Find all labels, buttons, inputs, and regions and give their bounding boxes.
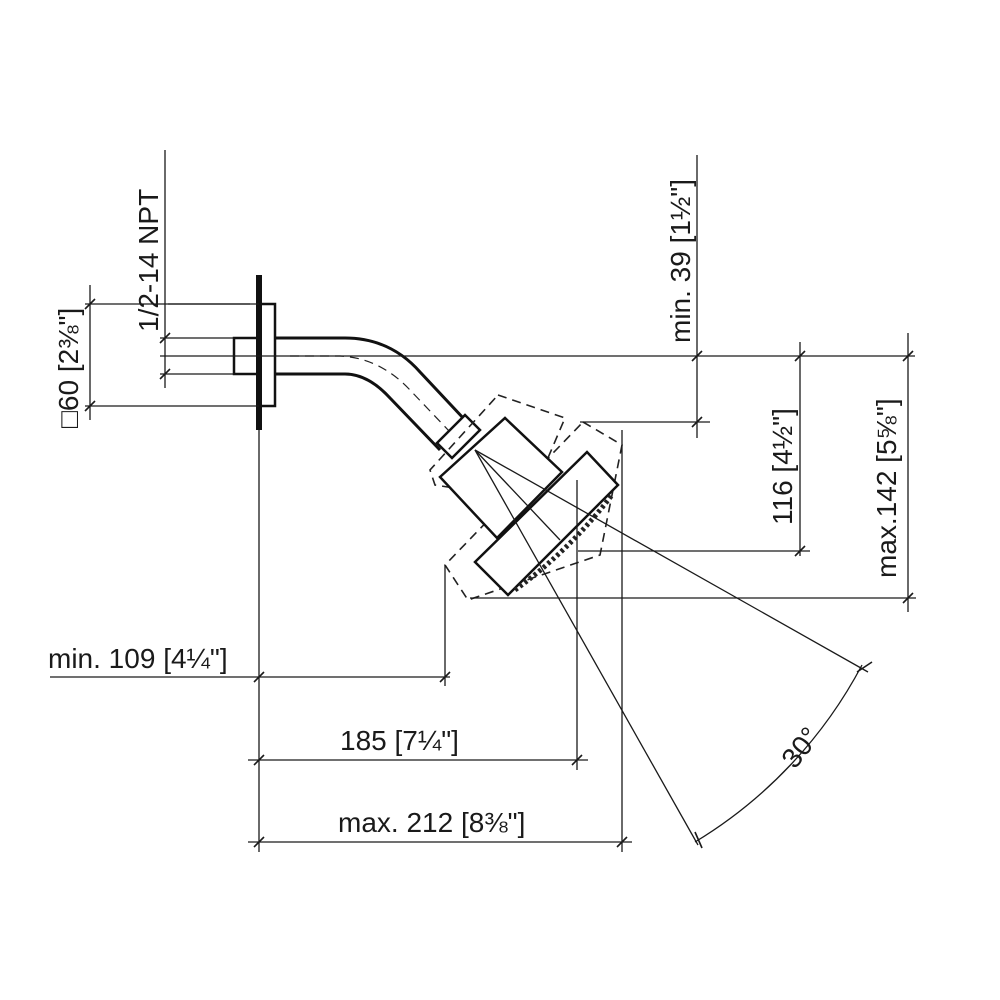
svg-text:185 [7¼"]: 185 [7¼"] <box>340 725 459 756</box>
dim-max-142: max.142 [5⅝"] <box>470 333 916 612</box>
dim-thread: 1/2-14 NPT <box>133 150 250 388</box>
svg-text:max. 212 [8⅜"]: max. 212 [8⅜"] <box>338 807 525 838</box>
dim-plate: □60 [2⅜"] <box>53 285 259 428</box>
svg-text:□60 [2⅜"]: □60 [2⅜"] <box>53 308 84 428</box>
dimension-ticks <box>84 298 914 849</box>
dim-185: 185 [7¼"] <box>248 480 588 770</box>
svg-text:max.142 [5⅝"]: max.142 [5⅝"] <box>871 398 902 578</box>
dim-116: 116 [4½"] <box>578 342 810 556</box>
dim-max-212: max. 212 [8⅜"] <box>248 430 632 852</box>
dim-min-109: min. 109 [4¼"] <box>48 565 450 686</box>
svg-text:1/2-14 NPT: 1/2-14 NPT <box>133 189 164 332</box>
dim-min-39: min. 39 [1½"] <box>580 155 710 438</box>
shower-arm <box>232 275 482 460</box>
svg-text:116 [4½"]: 116 [4½"] <box>767 408 798 525</box>
svg-text:min. 109 [4¼"]: min. 109 [4¼"] <box>48 643 228 674</box>
svg-text:min. 39 [1½"]: min. 39 [1½"] <box>665 179 696 343</box>
angle-label: 30° <box>775 721 825 773</box>
